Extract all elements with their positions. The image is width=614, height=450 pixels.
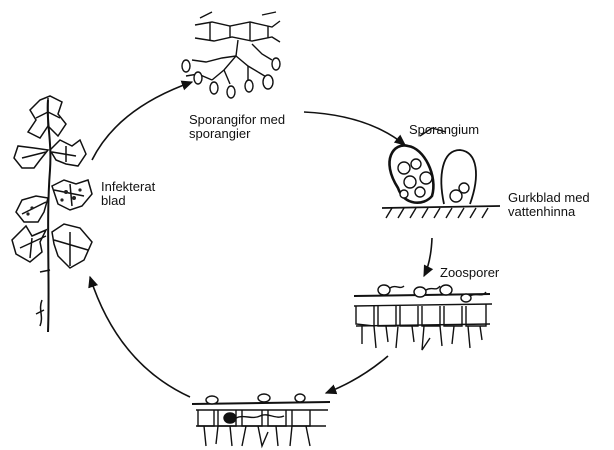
arrow-to-infected-leaf [90,277,190,397]
infected-plant-illustration [12,96,92,332]
arrow-to-zoospores [424,238,432,276]
label-sporangiophore: Sporangifor med sporangier [189,113,285,141]
infection-illustration [192,394,330,446]
label-sporangium: Sporangium [409,123,479,137]
arrow-to-sporangiophore [92,82,192,160]
label-infected-leaf: Infekterat blad [101,180,155,208]
zoospores-illustration [354,285,492,350]
arrow-to-sporangium [304,112,405,145]
label-zoospores: Zoosporer [440,266,499,280]
label-leaf-surface: Gurkblad med vattenhinna [508,191,590,219]
arrow-to-infection [326,356,388,393]
sporangiophore-illustration [182,12,280,98]
